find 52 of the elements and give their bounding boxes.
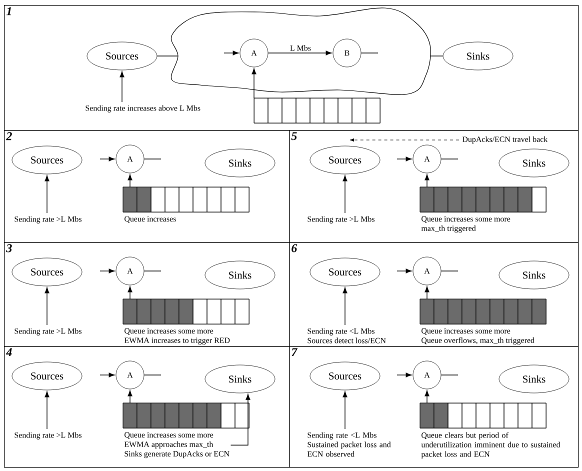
- ellipse-node: Sinks: [498, 148, 570, 178]
- arrow: [230, 394, 250, 446]
- cloud-shape: [170, 8, 431, 95]
- arrow: [342, 287, 348, 326]
- line: [360, 52, 378, 54]
- ellipse-node: Sinks: [204, 364, 276, 394]
- ellipse-node: Sinks: [498, 364, 570, 394]
- arrow: [100, 372, 115, 378]
- queue-drawing: [122, 298, 250, 324]
- ellipse-node: Sources: [12, 146, 82, 174]
- arrow: [268, 50, 332, 56]
- arrow: [396, 268, 412, 274]
- arrow: [128, 174, 132, 188]
- ellipse-node: Sources: [310, 362, 380, 390]
- ellipse-node: Sources: [310, 258, 380, 286]
- arrow: [100, 156, 115, 162]
- arrow: [120, 71, 124, 102]
- queue-drawing: [254, 98, 380, 124]
- line: [440, 270, 458, 272]
- ellipse-node: Sinks: [498, 260, 570, 290]
- ellipse-node: Sources: [12, 362, 82, 390]
- arrow: [396, 372, 412, 378]
- ellipse-node: Sources: [310, 146, 380, 174]
- arrow: [128, 286, 132, 300]
- arrow: [252, 68, 256, 98]
- ellipse-node: Sinks: [204, 148, 276, 178]
- arrow: [44, 287, 50, 326]
- ellipse-node: Sinks: [442, 42, 514, 70]
- line: [144, 270, 162, 272]
- arrow: [128, 390, 132, 404]
- arrow: [424, 286, 430, 300]
- queue-drawing: [420, 402, 546, 428]
- ellipse-node: Sources: [86, 42, 158, 70]
- queue-drawing: [420, 186, 546, 212]
- arrow: [44, 391, 50, 430]
- arrow: [424, 174, 430, 188]
- line: [144, 374, 162, 376]
- queue-drawing: [420, 298, 546, 324]
- queue-drawing: [122, 402, 250, 428]
- ellipse-node: Sinks: [204, 260, 276, 290]
- line: [144, 158, 162, 160]
- arrow: [224, 50, 239, 56]
- arrow: [396, 156, 412, 162]
- queue-drawing: [122, 186, 250, 212]
- arrow: [424, 390, 430, 404]
- line: [440, 374, 458, 376]
- line: [440, 158, 458, 160]
- ellipse-node: Sources: [12, 258, 82, 286]
- arrow: [342, 175, 348, 214]
- arrow: [44, 175, 50, 214]
- arrow: [100, 268, 115, 274]
- arrow: [342, 391, 348, 430]
